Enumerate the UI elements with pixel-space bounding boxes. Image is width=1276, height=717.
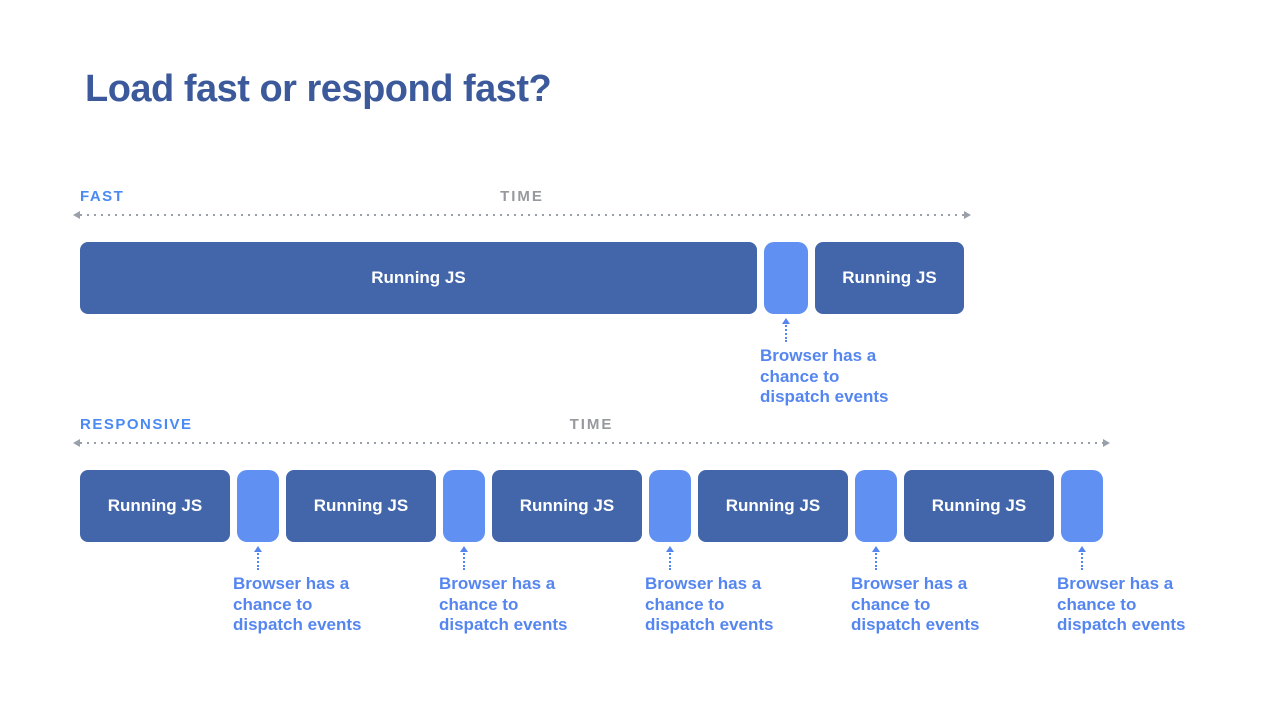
dotted-up-arrow-icon <box>460 546 468 570</box>
running-js-label: Running JS <box>725 496 821 515</box>
running-js-block: Running JS <box>904 470 1054 542</box>
timeline-label: RESPONSIVE <box>80 416 193 433</box>
dotted-up-arrow-icon <box>782 318 790 342</box>
timeline-annotations: Browser has a chance to dispatch events B… <box>80 542 1186 652</box>
browser-gap-block <box>237 470 279 542</box>
dotted-up-arrow-icon <box>666 546 674 570</box>
dotted-up-arrow-icon <box>872 546 880 570</box>
annotation-text: Browser has a chance to dispatch events <box>851 574 980 635</box>
time-axis-dotted-arrow <box>73 439 1110 447</box>
annotation-text: Browser has a chance to dispatch events <box>645 574 774 635</box>
running-js-block: Running JS <box>492 470 642 542</box>
timeline-header: RESPONSIVE TIME <box>80 414 1103 442</box>
time-axis-label: TIME <box>569 416 614 433</box>
dotted-up-arrow-icon <box>254 546 262 570</box>
running-js-block: Running JS <box>80 470 230 542</box>
running-js-label: Running JS <box>107 496 203 515</box>
running-js-label: Running JS <box>371 268 466 287</box>
time-axis-dotted-arrow <box>73 211 971 219</box>
browser-gap-block <box>443 470 485 542</box>
timeline-label: FAST <box>80 188 125 205</box>
running-js-label: Running JS <box>842 268 937 287</box>
browser-gap-block <box>855 470 897 542</box>
page-title: Load fast or respond fast? <box>85 68 552 110</box>
timeline-header: FAST TIME <box>80 186 964 214</box>
running-js-label: Running JS <box>313 496 409 515</box>
running-js-block: Running JS <box>286 470 436 542</box>
time-axis-label: TIME <box>500 188 544 205</box>
running-js-block: Running JS <box>80 242 757 314</box>
timeline-annotations: Browser has a chance to dispatch events <box>80 314 964 424</box>
timeline-fast: FAST TIME Running JS Running JS Browser has … <box>73 186 971 424</box>
running-js-label: Running JS <box>931 496 1027 515</box>
browser-gap-block <box>764 242 808 314</box>
dotted-up-arrow-icon <box>1078 546 1086 570</box>
timeline-track: Running JS Running JS <box>80 242 964 314</box>
timeline-track: Running JS Running JS Running JS Running JS… <box>80 470 1103 542</box>
annotation-text: Browser has a chance to dispatch events <box>1057 574 1186 635</box>
running-js-label: Running JS <box>519 496 615 515</box>
browser-gap-block <box>1061 470 1103 542</box>
annotation-text: Browser has a chance to dispatch events <box>233 574 362 635</box>
running-js-block: Running JS <box>698 470 848 542</box>
annotation-text: Browser has a chance to dispatch events <box>760 346 889 407</box>
browser-gap-block <box>649 470 691 542</box>
running-js-block: Running JS <box>815 242 964 314</box>
annotation-text: Browser has a chance to dispatch events <box>439 574 568 635</box>
